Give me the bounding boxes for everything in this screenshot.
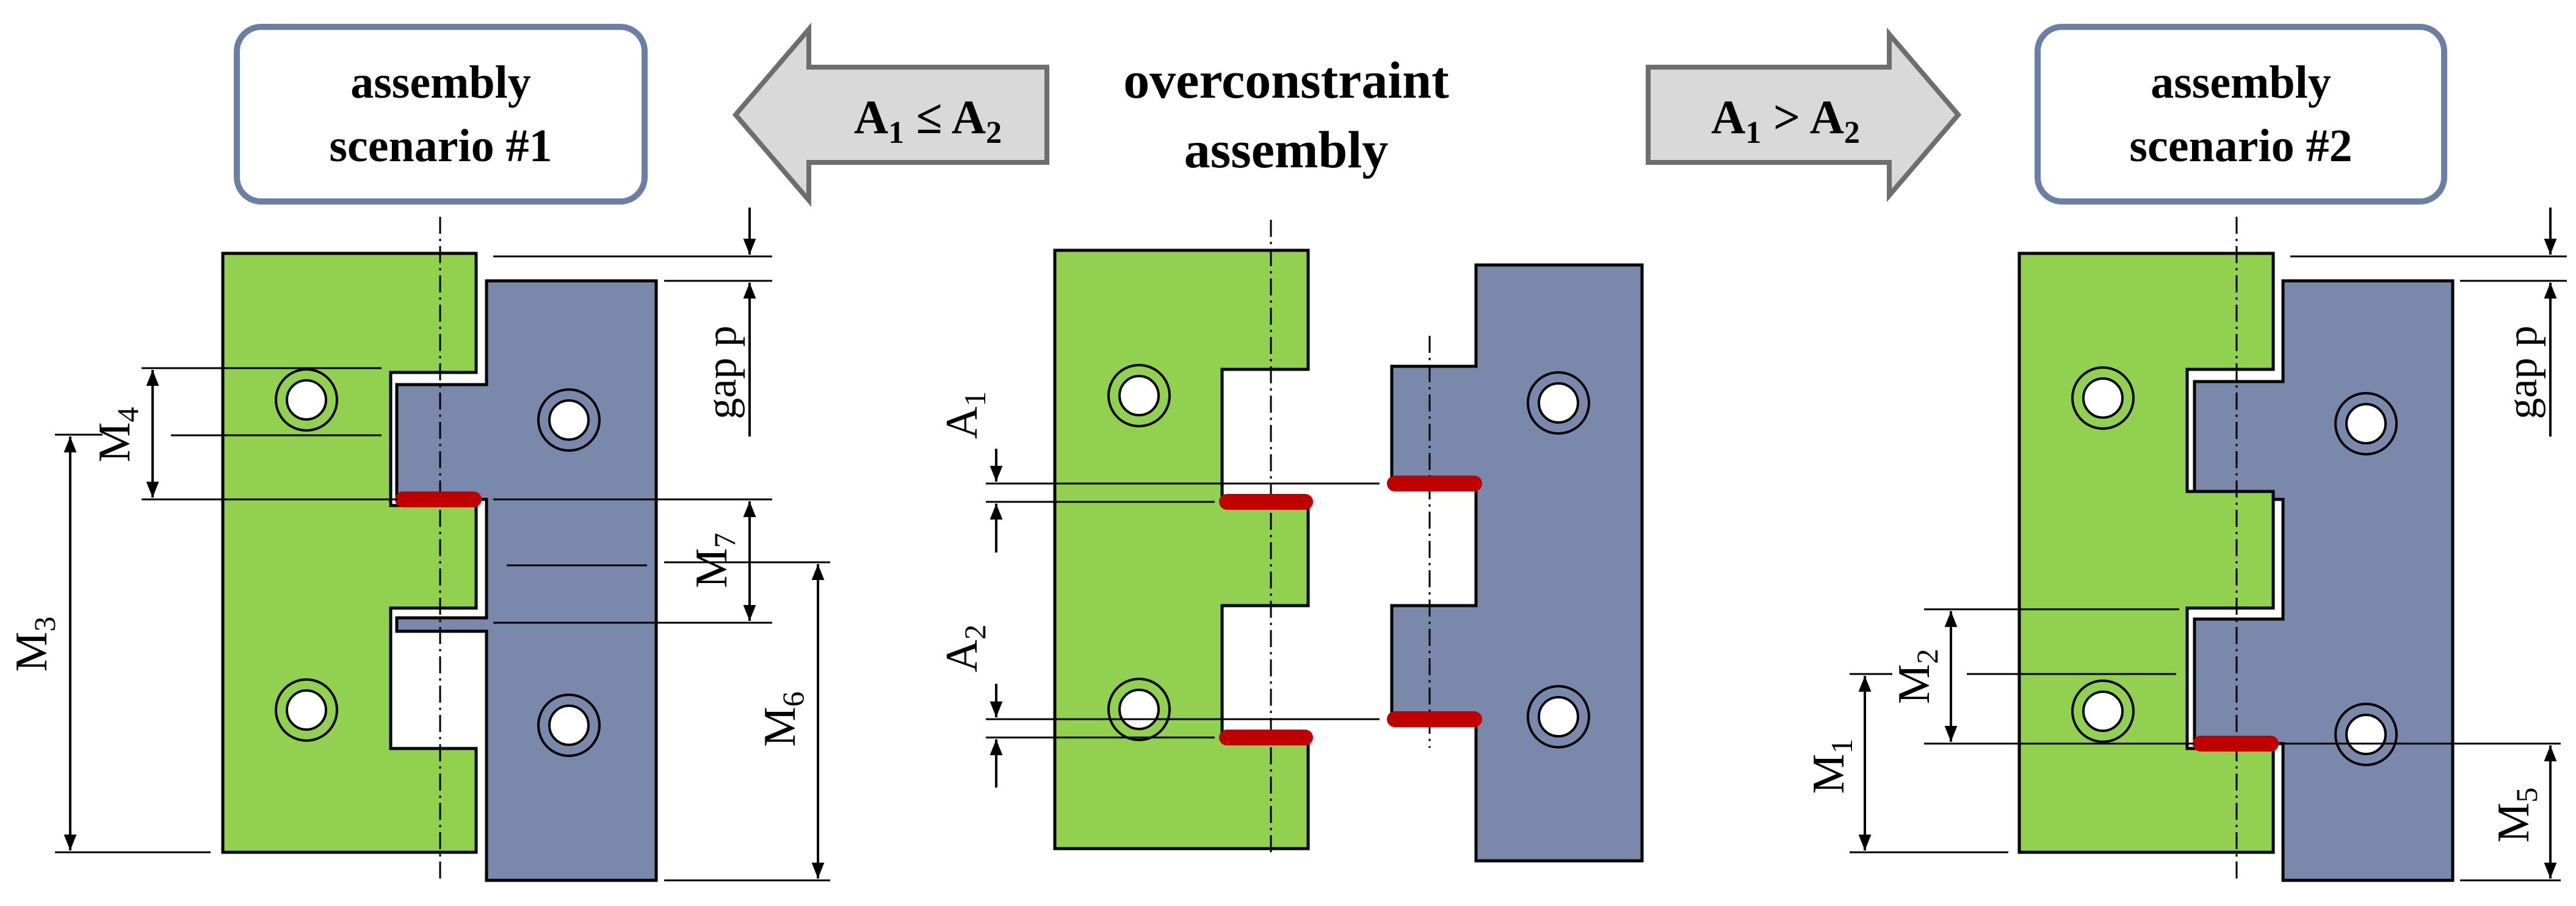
dim-M7: M7 [687,533,742,589]
scenario-1-hole [275,368,338,432]
scenario-1-hole [275,678,338,742]
dim-M3: M3 [7,617,62,672]
scenario-2-hole [2071,366,2135,430]
scenario-1-label-line1: assembly [350,57,531,108]
scenario-1-box: assembly scenario #1 [234,24,648,205]
dim-M2: M2 [1889,649,1944,705]
left-arrow: A1 ≤ A2 [732,23,1049,207]
scenario-2-hole [2071,680,2135,743]
right-arrow: A1 > A2 [1646,27,1962,202]
dim-A1: A1 [937,391,992,439]
center-title-line1: overconstraint [1123,51,1449,109]
center-assembly: A1 A2 [937,220,1644,863]
dim-M4: M4 [90,407,145,463]
gap-label-left: gap p [698,325,745,419]
scenario-2-label-line1: assembly [2151,57,2331,108]
scenario-2-blue-part [2193,279,2455,882]
center-hole [1527,685,1590,748]
scenario-1-hole [537,694,601,757]
scenario-2-box: assembly scenario #2 [2035,24,2447,205]
center-green-part [1053,248,1310,850]
right-arrow-condition: A1 > A2 [1711,90,1860,150]
scenario-2-hole [2334,392,2398,455]
scenario-2-green-part [2017,252,2275,854]
dim-M1: M1 [1804,739,1859,794]
left-arrow-condition: A1 ≤ A2 [854,90,1002,150]
scenario-1-blue-part [395,279,658,882]
scenario-2-assembly: M2 M1 M5 gap p [1804,208,2567,882]
center-hole [1107,364,1171,427]
scenario-2-label-line2: scenario #2 [2129,120,2352,172]
scenario-1-green-part [221,252,478,854]
scenario-1-hole [537,388,601,452]
gap-label-right: gap p [2499,325,2546,419]
dim-A2: A2 [937,625,992,672]
dim-M6: M6 [755,692,810,747]
dim-M5: M5 [2489,788,2544,843]
center-hole [1527,371,1590,435]
scenario-1-assembly: M4 M3 M7 M6 gap p [7,208,830,882]
header: assembly scenario #1 A1 ≤ A2 overconstra… [234,23,2447,207]
center-title-line2: assembly [1184,120,1388,179]
scenario-1-label-line2: scenario #1 [329,120,552,172]
